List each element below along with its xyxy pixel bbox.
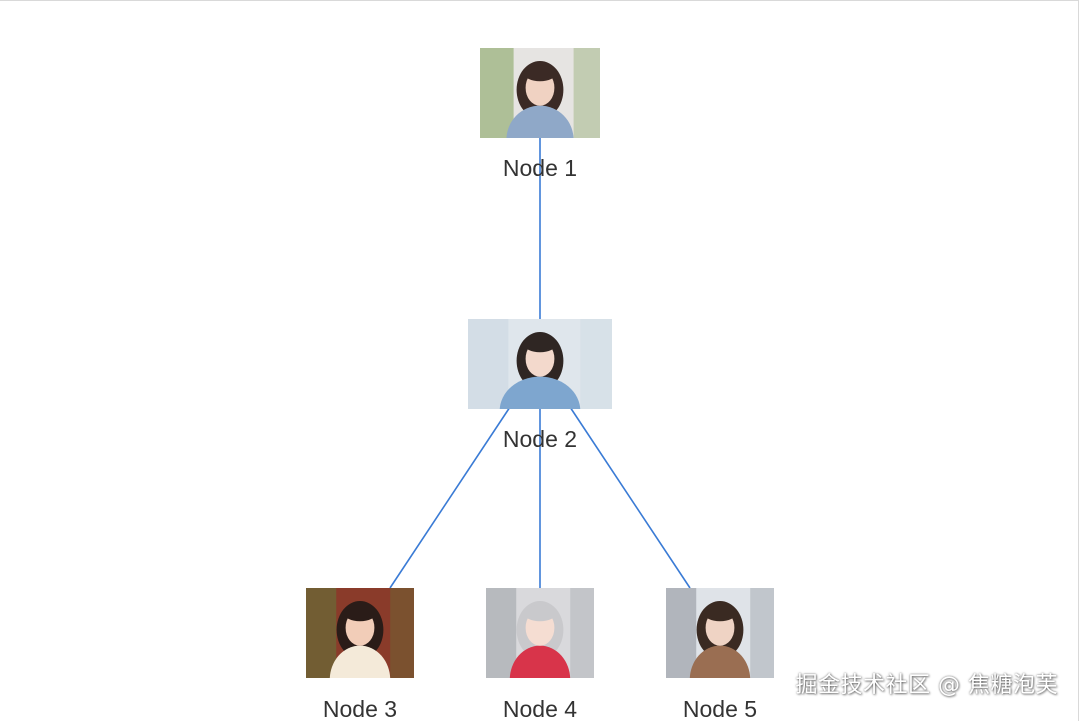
edge-n2-n5 [569,406,691,589]
node-label: Node 3 [323,696,397,722]
node-label: Node 2 [503,426,577,452]
node-photo [666,588,774,678]
node-1[interactable]: Node 1 [480,48,600,181]
node-3[interactable]: Node 3 [306,588,414,722]
node-4[interactable]: Node 4 [486,588,594,722]
node-label: Node 4 [503,696,577,722]
node-photo [468,319,612,409]
node-label: Node 5 [683,696,757,722]
node-5[interactable]: Node 5 [666,588,774,722]
node-label: Node 1 [503,155,577,181]
node-photo [486,588,594,678]
node-2[interactable]: Node 2 [468,319,612,452]
watermark-text: 掘金技术社区 @ 焦糖泡芙 [795,673,1058,698]
edge-n2-n3 [389,406,511,589]
node-photo [306,588,414,678]
nodes: Node 1 Node 2 Node 3 Node 4 Node 5 [306,48,774,722]
node-photo [480,48,600,138]
edges [389,138,691,589]
